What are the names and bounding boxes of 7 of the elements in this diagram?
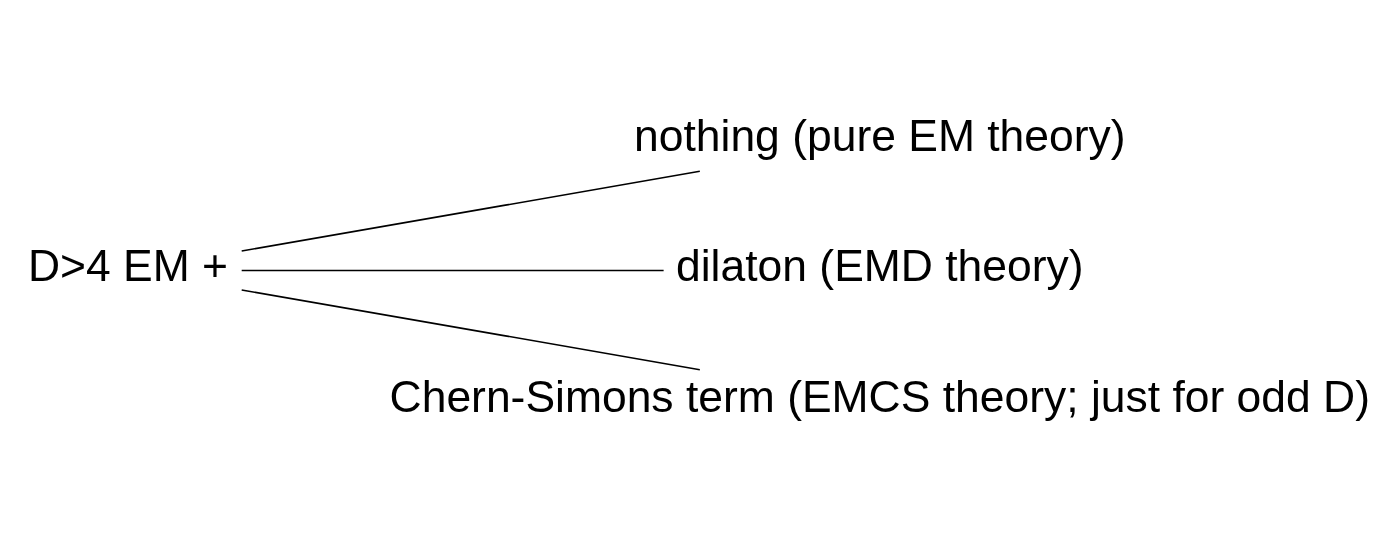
node-text: dilaton (EMD theory) [676,241,1084,291]
node-text: Chern-Simons term (EMCS theory; just for odd D) [389,371,1370,421]
connector [240,170,701,252]
connector [240,289,701,371]
node-text: D>4 EM + [27,241,229,291]
connector [240,269,665,272]
node-text: nothing (pure EM theory) [634,111,1126,161]
